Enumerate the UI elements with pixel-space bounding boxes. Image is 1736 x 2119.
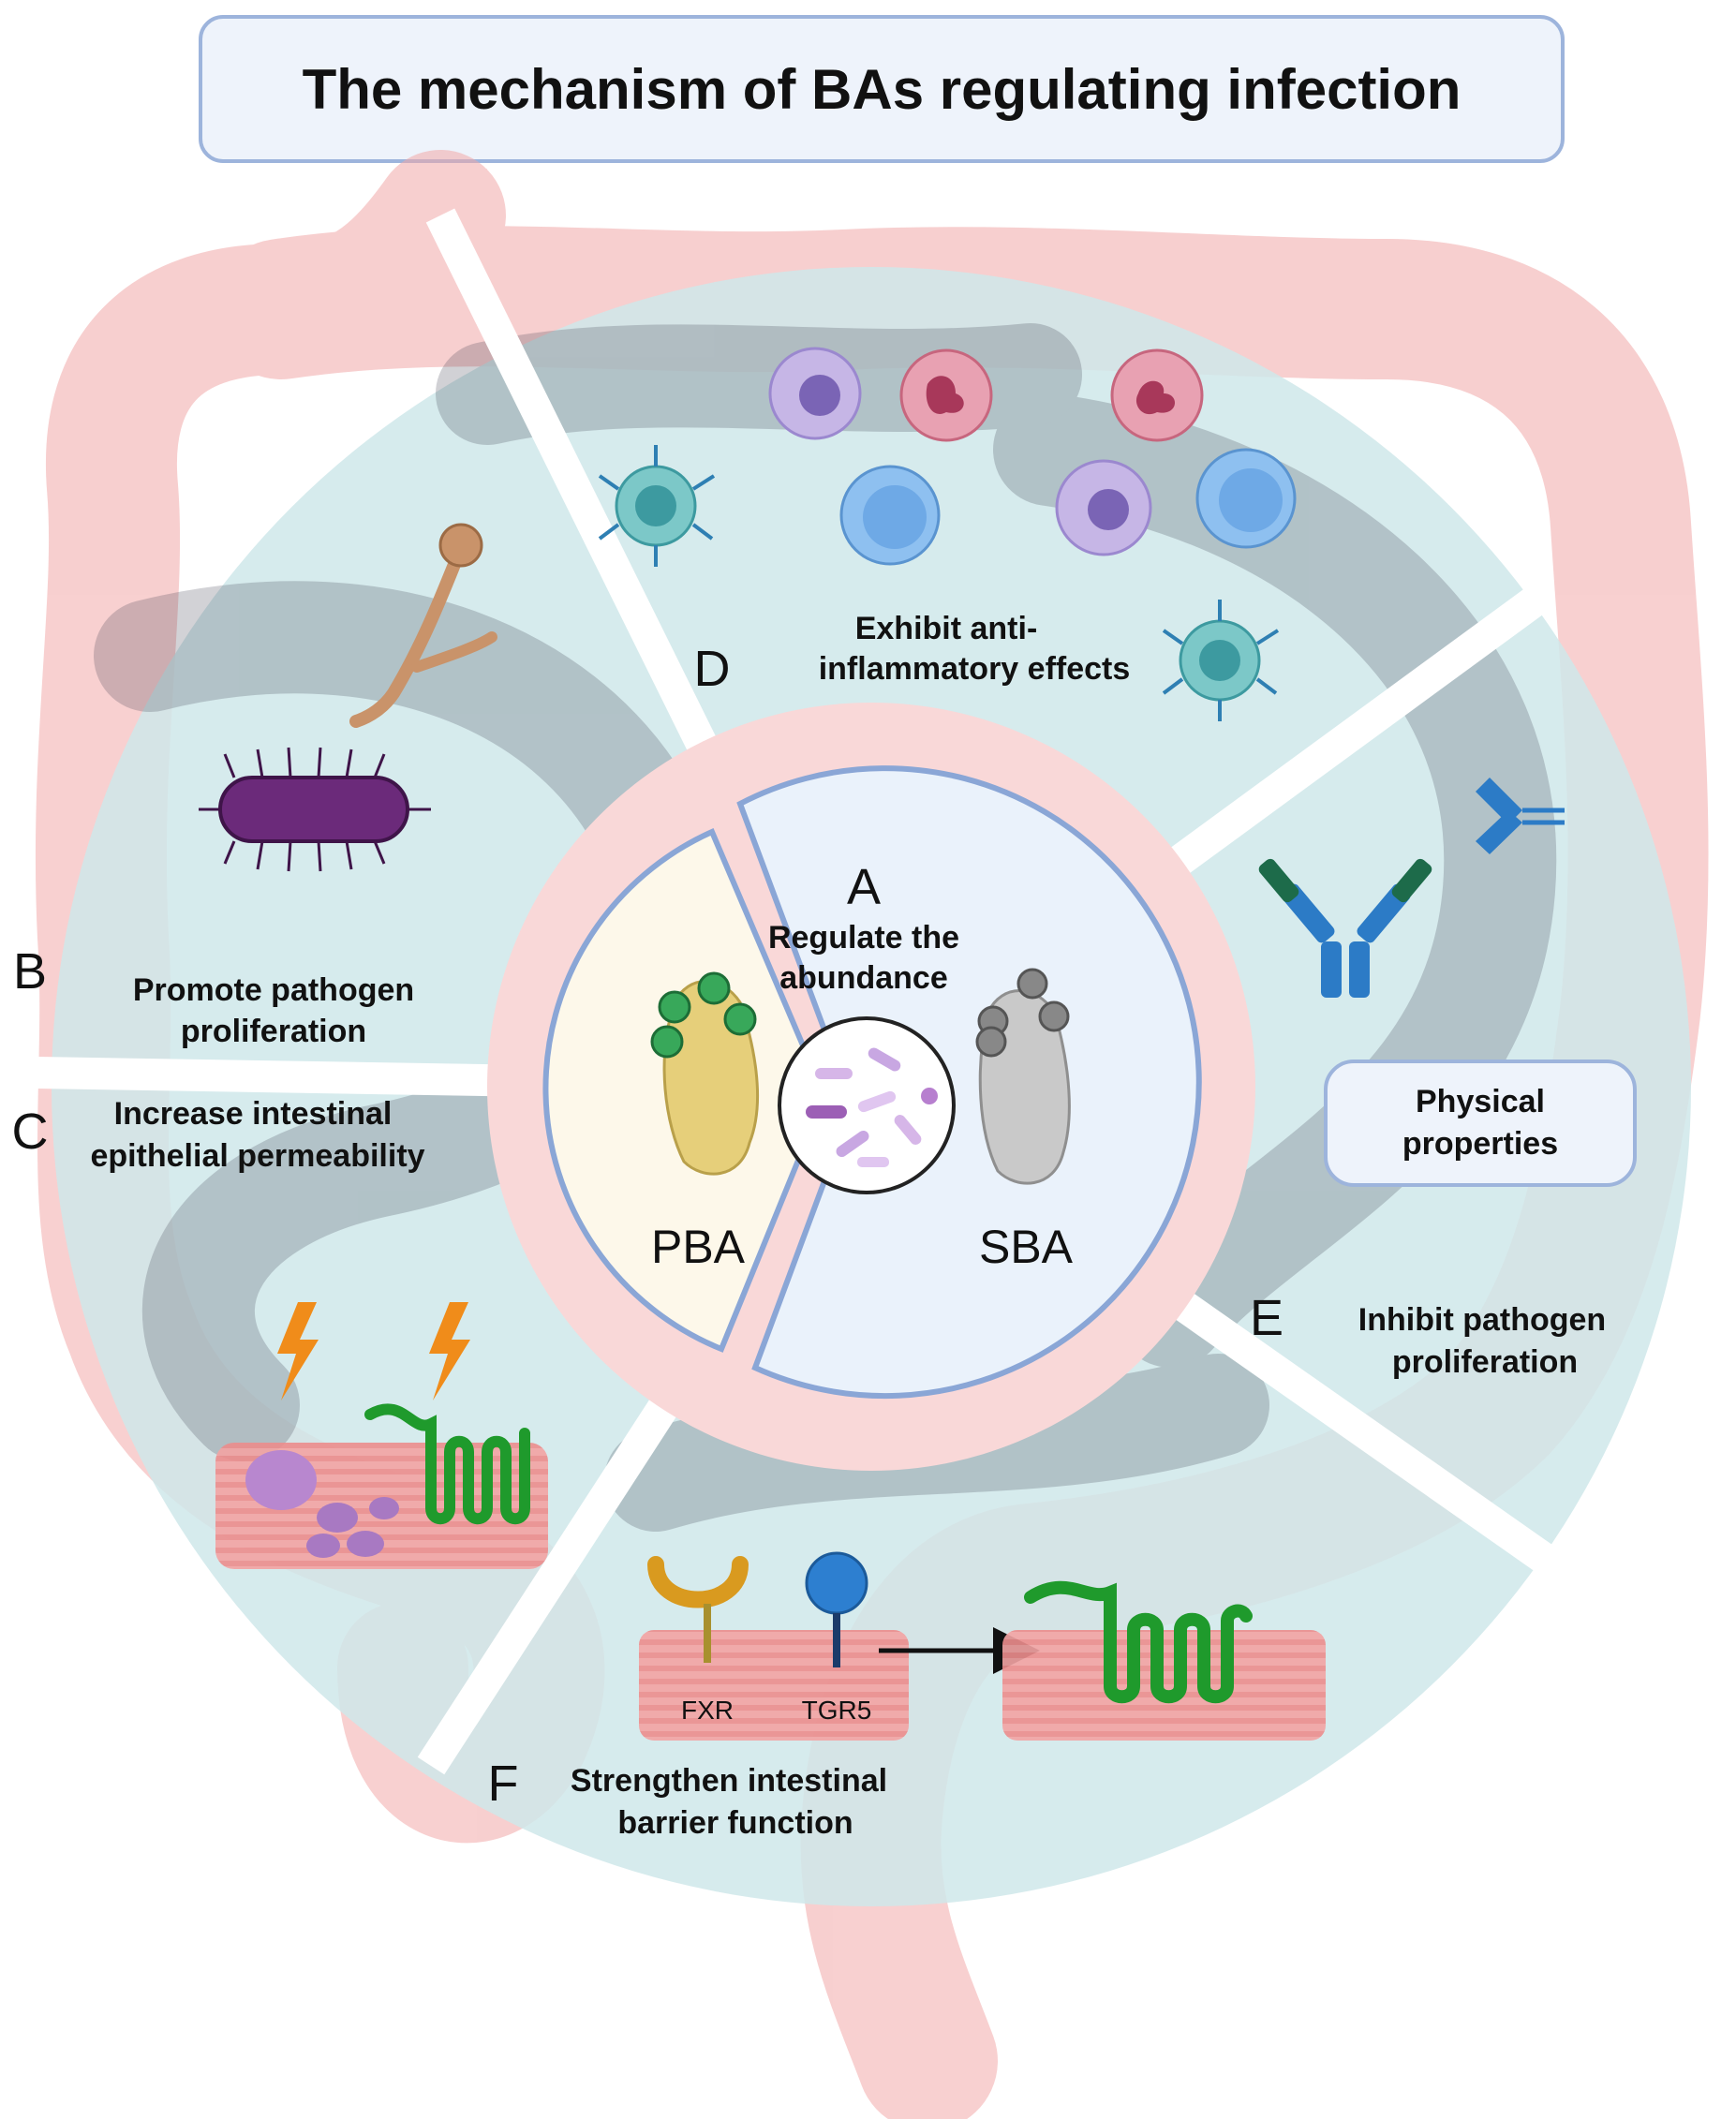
section-e-box-line1: Physical xyxy=(1416,1084,1545,1119)
physical-properties-box xyxy=(1324,1060,1637,1187)
section-b-line1: Promote pathogen xyxy=(133,972,414,1008)
section-f-line2: barrier function xyxy=(617,1805,853,1841)
section-b-line2: proliferation xyxy=(181,1014,366,1049)
fxr-label: FXR xyxy=(681,1696,734,1725)
microbiota-icon xyxy=(778,1016,956,1194)
section-e-line2: proliferation xyxy=(1392,1344,1578,1380)
section-a-line2: abundance xyxy=(779,960,947,996)
immune-cells-cluster xyxy=(598,347,1297,721)
dendritic-cell-icon xyxy=(598,445,716,567)
tight-junction-icon xyxy=(364,1403,530,1525)
section-d-line1: Exhibit anti- xyxy=(855,611,1038,646)
lightning-icon xyxy=(277,1302,319,1400)
bile-acid-icon xyxy=(650,971,760,1176)
section-a-line1: Regulate the xyxy=(768,920,959,956)
section-e-box-line2: properties xyxy=(1402,1126,1558,1162)
label-letter-d: D xyxy=(694,641,731,697)
page-title: The mechanism of BAs regulating infectio… xyxy=(302,57,1462,121)
section-f-line1: Strengthen intestinal xyxy=(571,1763,887,1799)
lymphocyte-icon xyxy=(1195,448,1297,549)
section-e-line1: Inhibit pathogen xyxy=(1358,1302,1606,1338)
lymphocyte-icon xyxy=(839,465,941,566)
antibody-icon xyxy=(1258,858,1432,998)
section-d-line2: inflammatory effects xyxy=(819,651,1131,687)
receptor-icon xyxy=(805,1551,868,1667)
sba-label: SBA xyxy=(979,1221,1074,1273)
dendritic-cell-icon xyxy=(1162,600,1280,721)
epithelium-icon xyxy=(1002,1630,1326,1741)
lightning-icon xyxy=(429,1302,470,1400)
label-letter-e: E xyxy=(1250,1290,1283,1346)
section-c-line2: epithelial permeability xyxy=(90,1138,424,1174)
bacterium-icon xyxy=(199,747,431,872)
label-letter-b: B xyxy=(13,943,47,1000)
bile-acid-icon xyxy=(975,968,1071,1185)
epithelium-icon xyxy=(215,1443,548,1569)
label-letter-c: C xyxy=(12,1104,49,1160)
macrophage-icon xyxy=(1055,459,1152,556)
sba-sector xyxy=(736,765,1202,1400)
tight-junction-icon xyxy=(1024,1580,1253,1704)
label-letter-f: F xyxy=(488,1756,519,1812)
label-letter-a: A xyxy=(847,859,881,915)
receptor-icon xyxy=(647,1556,749,1663)
title-box: The mechanism of BAs regulating infectio… xyxy=(199,15,1565,163)
neutrophil-icon xyxy=(899,348,993,442)
pba-label: PBA xyxy=(651,1221,746,1273)
antibody-icon xyxy=(1476,778,1565,854)
fungus-icon xyxy=(349,523,497,728)
neutrophil-icon xyxy=(1110,348,1204,442)
tgr5-label: TGR5 xyxy=(802,1696,872,1725)
section-c-line1: Increase intestinal xyxy=(114,1096,393,1132)
macrophage-icon xyxy=(768,347,862,440)
